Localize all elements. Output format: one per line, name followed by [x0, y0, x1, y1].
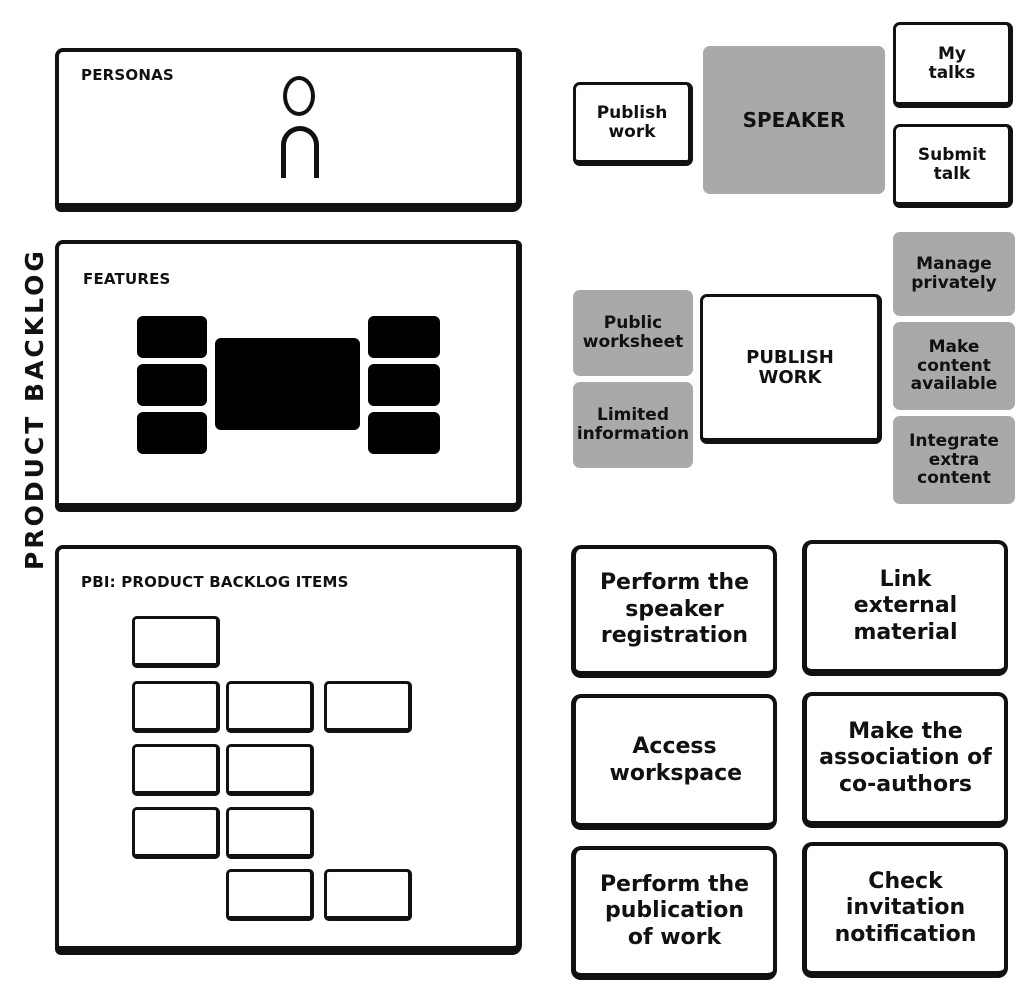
pbi-item-card: Check invitation notification [802, 842, 1008, 978]
pbi-mini-card [132, 744, 220, 796]
features-panel: FEATURES [55, 240, 522, 512]
pbi-mini-card [132, 616, 220, 668]
pbi-item-label: Make the association of co-authors [819, 718, 992, 797]
publish-work-center-label: PUBLISH WORK [746, 346, 834, 388]
make-content-available-card: Make content available [893, 322, 1015, 410]
personas-panel-title: PERSONAS [81, 66, 174, 84]
submit-talk-card: Submit talk [893, 124, 1013, 208]
pbi-item-label: Link external material [853, 566, 958, 645]
limited-information-label: Limited information [576, 405, 690, 444]
pbi-mini-card [132, 681, 220, 733]
speaker-label: SPEAKER [742, 108, 846, 132]
feature-block-left-3 [137, 412, 207, 454]
pbi-mini-card [324, 681, 412, 733]
pbi-item-card: Make the association of co-authors [802, 692, 1008, 828]
publish-work-center-card: PUBLISH WORK [700, 294, 882, 444]
submit-talk-label: Submit talk [917, 144, 987, 184]
integrate-extra-content-card: Integrate extra content [893, 416, 1015, 504]
public-worksheet-label: Public worksheet [582, 313, 684, 352]
pbi-item-label: Access workspace [609, 734, 743, 786]
pbi-mini-card [226, 869, 314, 921]
side-title: PRODUCT BACKLOG BUILDING [20, 248, 83, 570]
publish-work-card: Publish work [573, 82, 693, 166]
pbi-panel: PBI: PRODUCT BACKLOG ITEMS [55, 545, 522, 955]
integrate-extra-content-label: Integrate extra content [909, 430, 999, 489]
personas-panel: PERSONAS [55, 48, 522, 212]
pbi-item-card: Perform the speaker registration [571, 545, 777, 678]
pbi-item-card: Link external material [802, 540, 1008, 676]
pbi-panel-title: PBI: PRODUCT BACKLOG ITEMS [81, 573, 349, 591]
pbi-mini-card [132, 807, 220, 859]
manage-privately-label: Manage privately [911, 254, 997, 293]
limited-information-card: Limited information [573, 382, 693, 468]
publish-work-label: Publish work [596, 102, 668, 142]
features-panel-title: FEATURES [83, 270, 171, 288]
persona-icon-head [283, 76, 315, 116]
pbi-item-card: Perform the publication of work [571, 846, 777, 980]
feature-block-right-2 [368, 364, 440, 406]
feature-block-right-1 [368, 316, 440, 358]
feature-block-center [215, 338, 360, 430]
persona-icon [277, 76, 327, 188]
speaker-card: SPEAKER [703, 46, 885, 194]
feature-block-left-1 [137, 316, 207, 358]
pbi-item-label: Perform the publication of work [599, 871, 750, 950]
pbi-item-label: Perform the speaker registration [599, 570, 750, 649]
public-worksheet-card: Public worksheet [573, 290, 693, 376]
pbi-mini-card [226, 744, 314, 796]
pbi-mini-card [226, 681, 314, 733]
feature-block-right-3 [368, 412, 440, 454]
make-content-available-label: Make content available [910, 336, 998, 395]
pbi-item-label: Check invitation notification [834, 868, 977, 947]
my-talks-card: My talks [893, 22, 1013, 108]
pbi-mini-card [226, 807, 314, 859]
pbi-mini-card [324, 869, 412, 921]
my-talks-label: My talks [928, 43, 976, 83]
feature-block-left-2 [137, 364, 207, 406]
pbi-item-card: Access workspace [571, 694, 777, 830]
manage-privately-card: Manage privately [893, 232, 1015, 316]
persona-icon-body [281, 126, 319, 178]
